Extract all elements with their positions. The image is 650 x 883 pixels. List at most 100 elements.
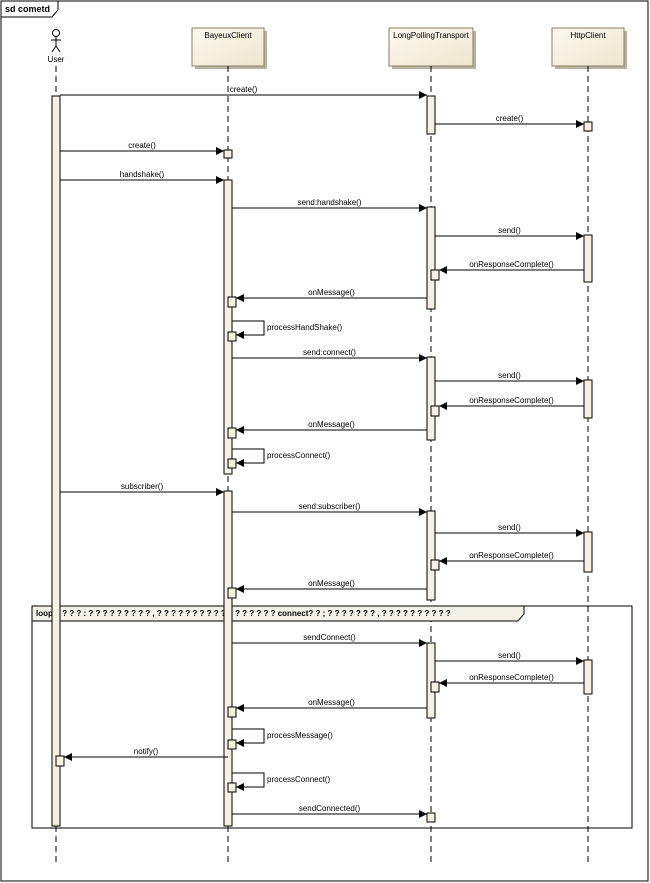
lifeline-box[interactable] [388, 27, 474, 67]
message-21: send() [435, 651, 584, 665]
message-label: notify() [134, 747, 159, 756]
message-label: onMessage() [308, 288, 355, 297]
message-18: onResponseComplete() [439, 551, 584, 565]
lifelines: User BayeuxClient LongPollingTransport Http… [48, 27, 627, 866]
message-24: processMessage() [232, 728, 333, 747]
message-label: subscriber() [121, 482, 164, 491]
activation-bar [430, 559, 440, 571]
lifeline-label: LongPollingTransport [393, 31, 470, 40]
activation-bar [426, 812, 436, 823]
lifeline-box[interactable] [551, 27, 625, 67]
lifeline-label: BayeuxClient [204, 31, 252, 40]
activation-bar [227, 782, 237, 793]
message-3: create() [60, 141, 224, 155]
message-12: onResponseComplete() [439, 396, 584, 410]
activation-bar [430, 405, 440, 417]
message-label: onResponseComplete() [469, 260, 554, 269]
message-4: handshake() [60, 170, 224, 184]
message-label: processMessage() [267, 731, 333, 740]
lifeline-lpt: LongPollingTransport [388, 27, 476, 866]
activation-bar [430, 681, 440, 693]
message-1: create() [60, 85, 427, 99]
message-label: onMessage() [308, 420, 355, 429]
message-6: send() [435, 226, 584, 240]
activation-bar [430, 269, 440, 281]
message-label: create() [128, 141, 156, 150]
message-20: sendConnect() [232, 633, 427, 647]
activation-bar [583, 234, 593, 283]
activation-bar [583, 379, 593, 419]
activation-bar [227, 296, 237, 308]
message-13: onMessage() [236, 420, 427, 434]
loop-label: loop ? ? ? ? : ? ? ? ? ? ? ? ? ? , ? ? ?… [36, 609, 451, 618]
loop-fragment: loop ? ? ? ? : ? ? ? ? ? ? ? ? ? , ? ? ?… [31, 605, 633, 829]
lifeline-http: HttpClient [551, 27, 627, 866]
activation-bar [227, 427, 237, 439]
message-10: send:connect() [232, 348, 427, 362]
message-label: sendConnect() [303, 633, 356, 642]
message-26: processConnect() [232, 772, 330, 791]
lifeline-label: User [48, 55, 65, 64]
frame-title: sd cometd [5, 4, 50, 14]
message-9: processHandShake() [232, 320, 342, 339]
lifeline-bayeux: BayeuxClient [191, 27, 267, 866]
message-15: subscriber() [60, 482, 224, 496]
message-7: onResponseComplete() [439, 260, 584, 274]
activation-bar [583, 659, 593, 695]
activations [51, 95, 593, 827]
message-label: send:subscriber() [299, 502, 361, 511]
activation-bar [227, 739, 237, 750]
message-16: send:subscriber() [232, 502, 427, 516]
actor-icon [51, 29, 61, 53]
message-label: onMessage() [308, 698, 355, 707]
message-22: onResponseComplete() [439, 673, 584, 687]
message-label: create() [496, 114, 524, 123]
message-label: create() [230, 85, 258, 94]
activation-bar [223, 179, 233, 475]
messages: create() create() create() handshake() send:… [60, 85, 584, 818]
message-label: send() [498, 371, 521, 380]
activation-bar [227, 587, 237, 599]
activation-bar [223, 490, 233, 827]
self-message-arrow [232, 728, 265, 747]
message-label: sendConnected() [299, 804, 361, 813]
activation-bar [426, 510, 436, 601]
activation-bar [55, 755, 65, 767]
lifeline-label: HttpClient [570, 31, 606, 40]
activation-bar [426, 642, 436, 719]
message-23: onMessage() [236, 698, 427, 712]
message-label: onResponseComplete() [469, 551, 554, 560]
lifeline-box[interactable] [191, 27, 265, 67]
message-label: send() [498, 523, 521, 532]
message-label: send:connect() [303, 348, 356, 357]
message-8: onMessage() [236, 288, 427, 302]
message-label: onResponseComplete() [469, 673, 554, 682]
self-message-arrow [232, 448, 265, 467]
message-label: processHandShake() [267, 323, 342, 332]
activation-bar [426, 356, 436, 441]
activation-bar [227, 331, 237, 342]
message-25: notify() [64, 747, 228, 761]
message-label: send:handshake() [297, 198, 361, 207]
activation-bar [583, 531, 593, 573]
activation-bar [227, 706, 237, 718]
activation-bar [426, 206, 436, 310]
self-message-arrow [232, 320, 265, 339]
message-19: onMessage() [236, 579, 427, 593]
message-17: send() [435, 523, 584, 537]
activation-bar [51, 95, 61, 827]
message-5: send:handshake() [232, 198, 427, 212]
message-27: sendConnected() [232, 804, 427, 818]
message-label: send() [498, 226, 521, 235]
activation-bar [426, 95, 436, 135]
message-2: create() [435, 114, 584, 128]
message-label: send() [498, 651, 521, 660]
self-message-arrow [232, 772, 265, 791]
activation-bar [223, 149, 233, 159]
message-11: send() [435, 371, 584, 385]
message-label: processConnect() [267, 775, 330, 784]
message-label: onResponseComplete() [469, 396, 554, 405]
message-label: handshake() [120, 170, 165, 179]
